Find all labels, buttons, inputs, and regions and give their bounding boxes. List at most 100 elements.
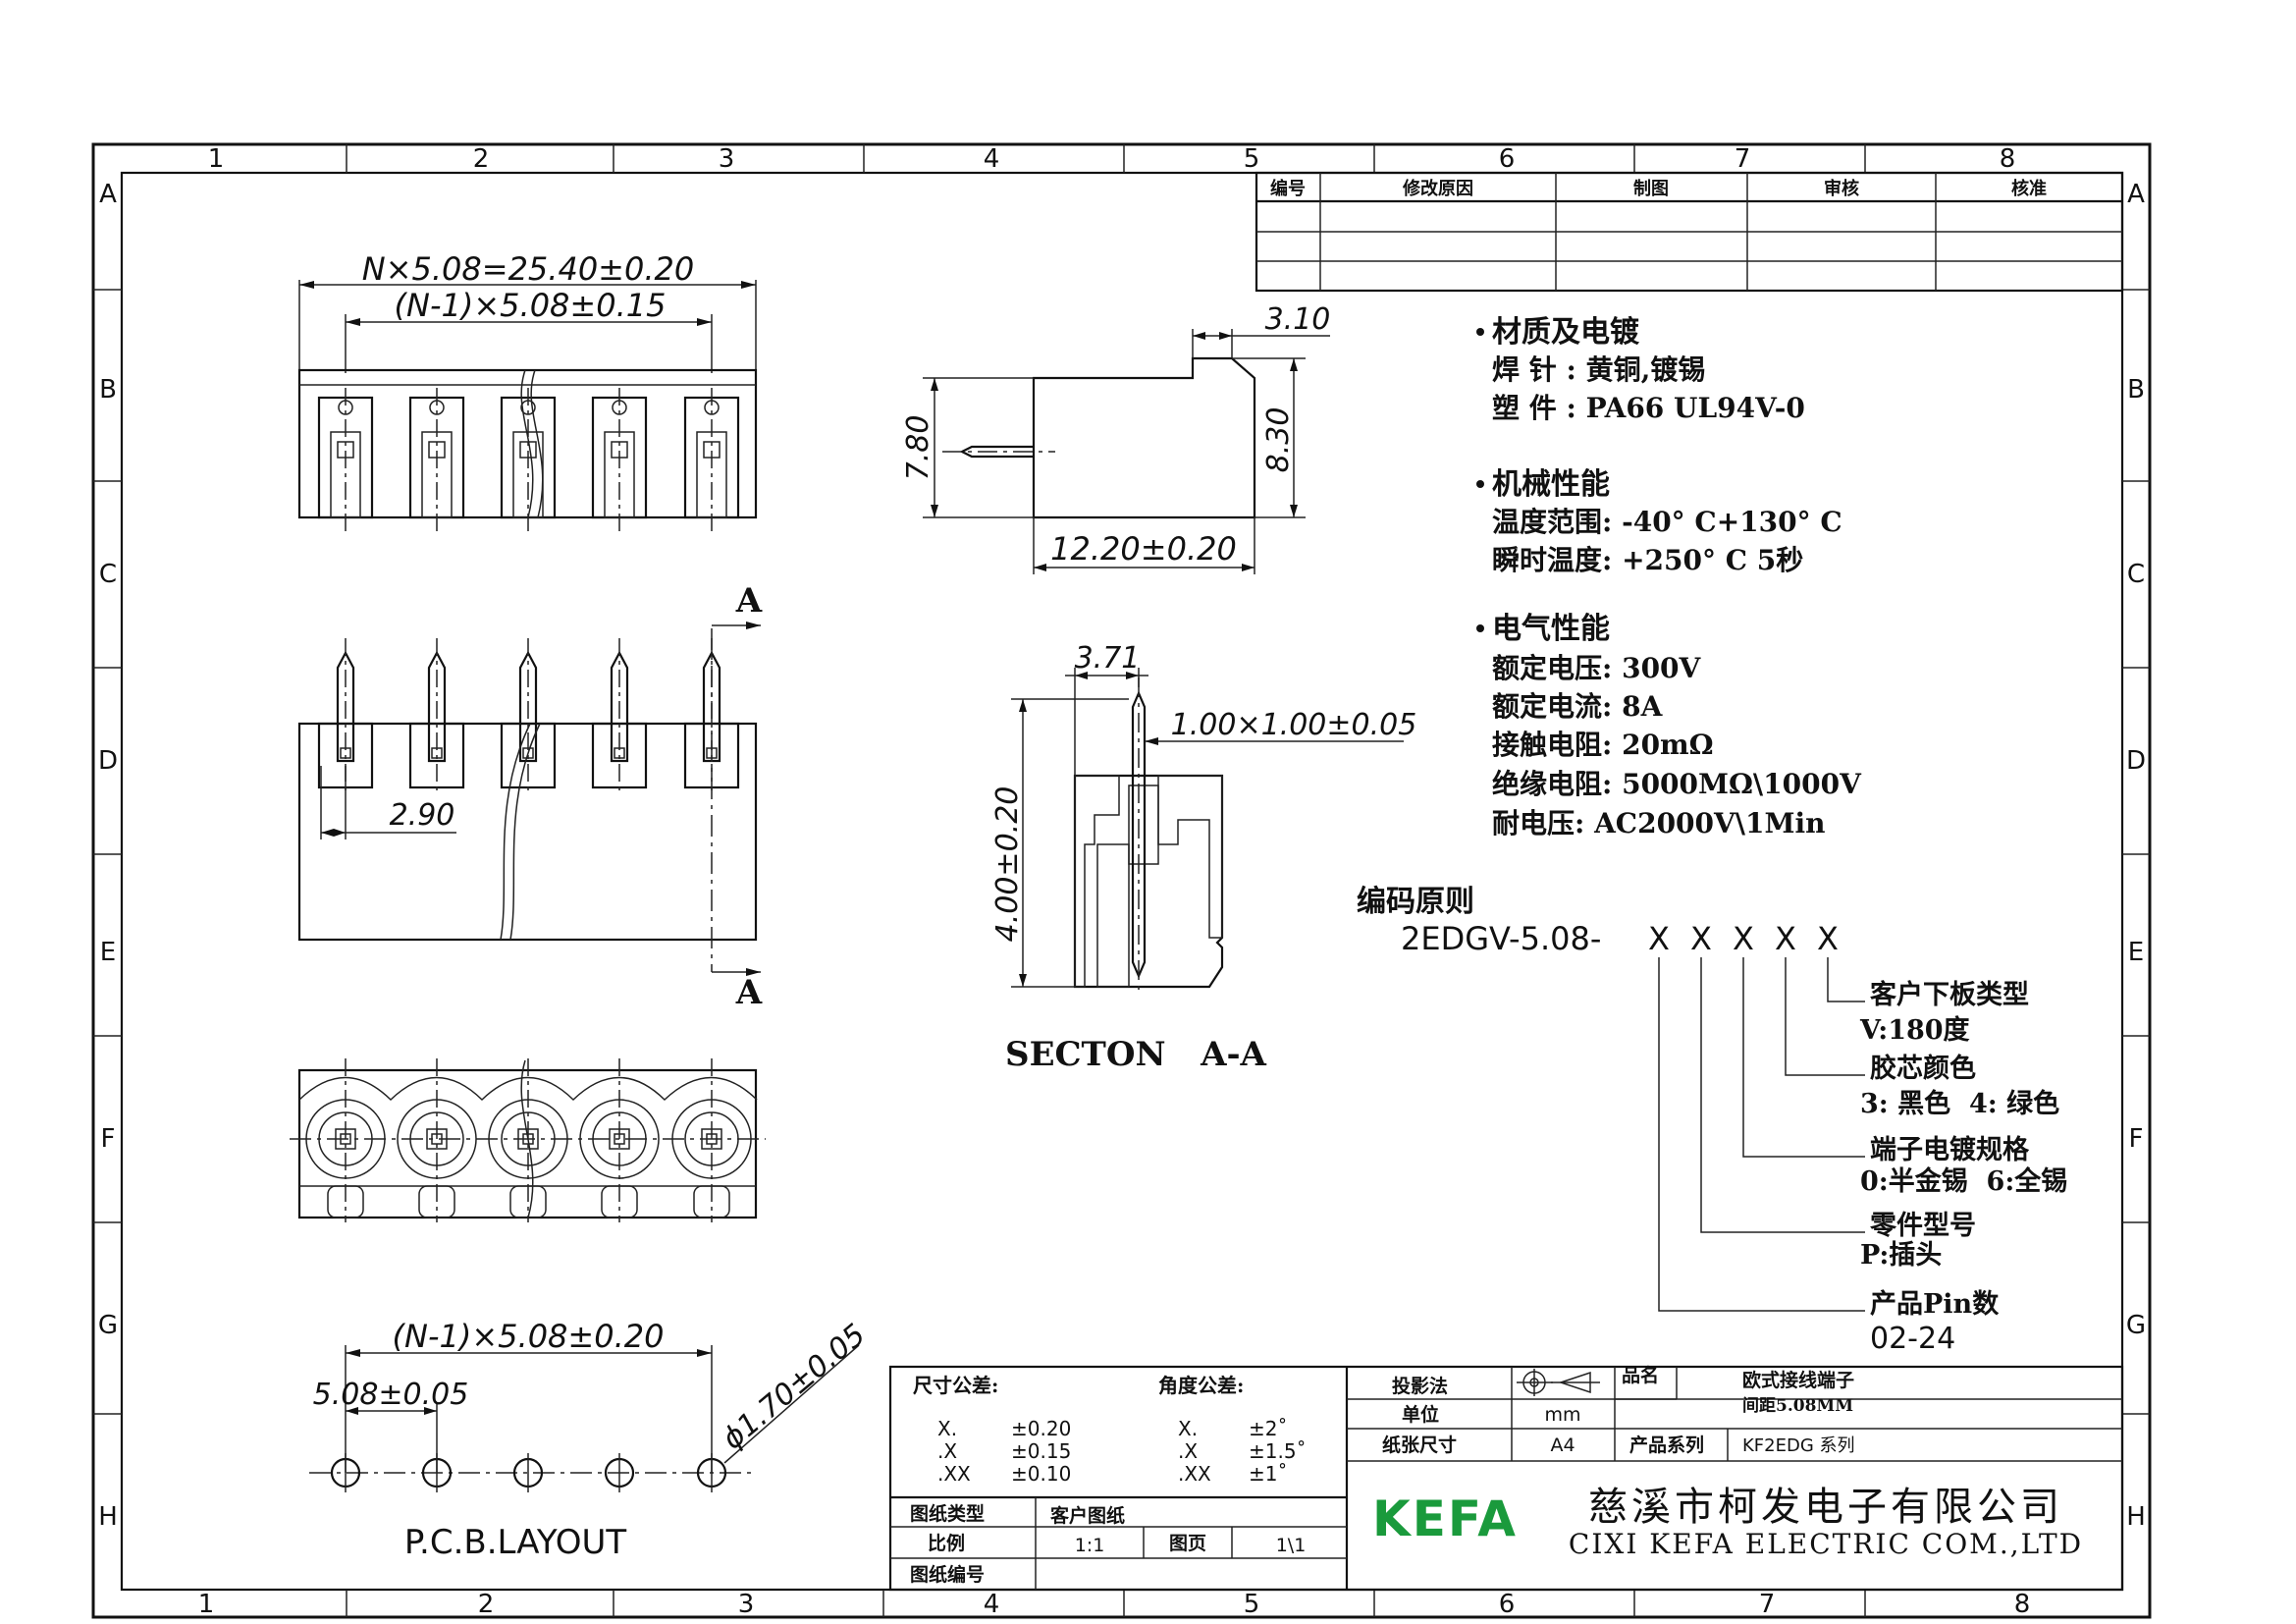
spec-electrical-line-2: 额定电流: 8A: [1492, 690, 1664, 723]
scale-value: 1:1: [1075, 1535, 1105, 1556]
dim-sec-height: 4.00±0.20: [990, 786, 1025, 943]
dim-side-height-left: 7.80: [901, 415, 935, 481]
frame-col-label-bottom: 4: [984, 1590, 1000, 1619]
frame-col-label-top: 4: [984, 144, 1000, 174]
spec-material-title: 材质及电镀: [1492, 315, 1640, 350]
dim-top-overall: N×5.08=25.40±0.20: [362, 250, 694, 288]
projection-label: 投影法: [1392, 1375, 1448, 1397]
coding-item-2-title: 胶芯颜色: [1870, 1053, 1976, 1084]
bottom-view: [290, 1058, 766, 1222]
spec-electrical-line-5: 耐电压: AC2000V\1Min: [1492, 807, 1825, 839]
spec-mechanical-title: 机械性能: [1492, 467, 1610, 502]
rev-header-reason: 修改原因: [1402, 178, 1473, 199]
dim-tol-1-val: ±0.20: [1011, 1417, 1071, 1440]
product-name-line-1: 欧式接线端子: [1742, 1369, 1854, 1391]
frame-row-label-left: C: [99, 560, 117, 589]
dim-pcb-pitch-total: (N-1)×5.08±0.20: [393, 1318, 665, 1355]
rev-header-no: 编号: [1270, 178, 1306, 199]
top-view: N×5.08=25.40±0.20 (N-1)×5.08±0.15: [297, 250, 758, 535]
frame-row-label-left: G: [98, 1311, 118, 1340]
spec-electrical-title: 电气性能: [1492, 612, 1610, 646]
rev-header-checked: 审核: [1824, 178, 1859, 199]
frame-row-label-right: D: [2126, 746, 2146, 776]
spec-mechanical-line-1: 温度范围: -40° C+130° C: [1492, 506, 1842, 538]
series-label: 产品系列: [1629, 1434, 1704, 1456]
dim-tol-3-val: ±0.10: [1011, 1462, 1071, 1486]
coding-item-5-sub: 02-24: [1870, 1322, 1955, 1356]
frame-col-label-bottom: 6: [1499, 1590, 1516, 1619]
dim-front-pin-offset: 2.90: [390, 798, 455, 833]
unit-label: 单位: [1402, 1403, 1439, 1426]
dim-pcb-pitch: 5.08±0.05: [313, 1378, 469, 1412]
spec-mechanical-line-2: 瞬时温度: +250° C 5秒: [1492, 544, 1803, 576]
frame-col-label-bottom: 5: [1244, 1590, 1260, 1619]
frame-col-label-top: 3: [719, 144, 735, 174]
dim-side-height-right: 8.30: [1261, 407, 1296, 473]
dim-pcb-hole: ϕ1.70±0.05: [716, 1318, 872, 1457]
frame-row-label-left: F: [101, 1124, 116, 1154]
frame-col-label-bottom: 3: [738, 1590, 755, 1619]
revision-table: 编号 修改原因 制图 审核 核准: [1255, 171, 2124, 293]
front-view: A A 2.90: [297, 581, 763, 1012]
dim-sec-pin: 1.00×1.00±0.05: [1171, 708, 1417, 742]
frame-col-label-top: 7: [1735, 144, 1751, 174]
frame-row-label-right: A: [2127, 180, 2145, 209]
frame-col-label-bottom: 8: [2014, 1590, 2031, 1619]
product-name-line-2: 间距5.08MM: [1742, 1395, 1853, 1416]
ang-tol-2-val: ±1.5˚: [1249, 1439, 1307, 1463]
frame-col-label-top: 6: [1499, 144, 1516, 174]
dim-sec-width: 3.71: [1075, 641, 1141, 676]
frame-row-label-right: E: [2128, 938, 2144, 967]
frame-col-label-top: 1: [208, 144, 225, 174]
specifications: 材质及电镀 焊 针 : 黄铜,镀锡 塑 件 : PA66 UL94V-0 机械性…: [1476, 315, 1862, 839]
coding-principle: 编码原则 2EDGV-5.08- X X X X X 客户下板类型 V:180度…: [1357, 885, 2067, 1356]
spec-electrical-line-1: 额定电压: 300V: [1492, 652, 1702, 684]
frame-row-label-left: E: [100, 938, 116, 967]
section-mark-bottom: A: [735, 973, 763, 1012]
drawing-type-value: 客户图纸: [1050, 1504, 1125, 1527]
dim-tol-1-key: X.: [937, 1417, 957, 1440]
spec-material-line-1: 焊 针 : 黄铜,镀锡: [1492, 353, 1705, 386]
coding-item-3-sub: 0:半金锡 6:全锡: [1860, 1165, 2067, 1197]
dim-tol-3-key: .XX: [937, 1462, 971, 1486]
paper-value: A4: [1550, 1435, 1575, 1456]
dim-tol-title: 尺寸公差:: [913, 1374, 998, 1397]
coding-item-1-title: 客户下板类型: [1870, 979, 2029, 1010]
coding-item-5-title: 产品Pin数: [1870, 1289, 2000, 1320]
coding-item-1-sub: V:180度: [1859, 1014, 1970, 1046]
frame-row-label-right: H: [2126, 1502, 2146, 1532]
frame-row-label-left: H: [98, 1502, 118, 1532]
coding-x-2: X: [1690, 920, 1712, 957]
frame-row-label-right: F: [2129, 1124, 2144, 1154]
frame-col-label-top: 2: [473, 144, 490, 174]
ang-tol-3-key: .XX: [1178, 1462, 1211, 1486]
coding-item-3-title: 端子电镀规格: [1870, 1135, 2030, 1165]
spec-electrical-line-4: 绝缘电阻: 5000MΩ\1000V: [1492, 768, 1862, 800]
dim-tol-2-key: .X: [937, 1439, 957, 1463]
logo-text: KEFA: [1372, 1490, 1518, 1547]
spec-material-line-2: 塑 件 : PA66 UL94V-0: [1492, 392, 1805, 424]
coding-x-5: X: [1817, 920, 1839, 957]
ang-tol-1-key: X.: [1178, 1417, 1198, 1440]
frame-col-label-bottom: 2: [478, 1590, 495, 1619]
ang-tol-1-val: ±2˚: [1249, 1417, 1287, 1440]
coding-prefix: 2EDGV-5.08-: [1401, 920, 1601, 957]
pcb-layout-label: P.C.B.LAYOUT: [404, 1523, 627, 1562]
product-name-label: 品名: [1622, 1364, 1659, 1386]
section-mark-top: A: [735, 581, 763, 621]
series-value: KF2EDG 系列: [1742, 1435, 1855, 1456]
spec-electrical-line-3: 接触电阻: 20mΩ: [1492, 729, 1714, 761]
frame-row-label-right: G: [2126, 1311, 2146, 1340]
coding-x-4: X: [1775, 920, 1796, 957]
drawing-no-label: 图纸编号: [910, 1563, 985, 1586]
frame-row-label-right: C: [2127, 560, 2145, 589]
coding-x-3: X: [1733, 920, 1754, 957]
page-label: 图页: [1169, 1533, 1206, 1554]
coding-x-1: X: [1648, 920, 1670, 957]
kefa-logo: KEFA: [1372, 1490, 1518, 1547]
drawing-type-label: 图纸类型: [910, 1502, 985, 1525]
page-value: 1\1: [1276, 1535, 1307, 1556]
coding-item-2-sub: 3: 黑色 4: 绿色: [1860, 1088, 2059, 1119]
